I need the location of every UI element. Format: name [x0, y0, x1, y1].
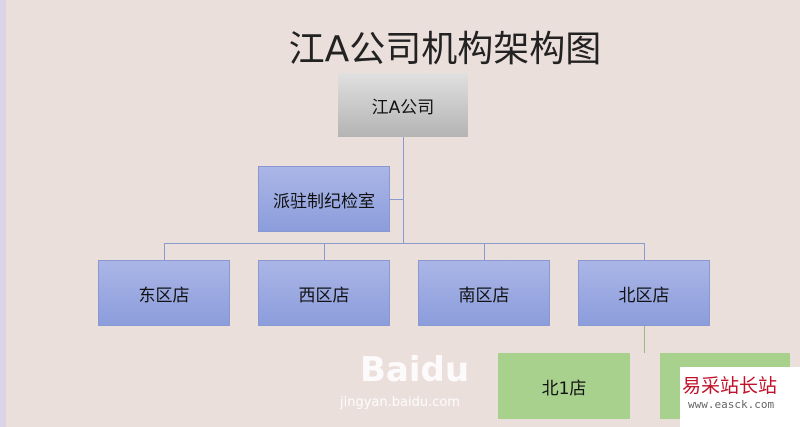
- easck-watermark-name: 易采站长站: [682, 375, 778, 397]
- node-sub[interactable]: 北1店: [498, 353, 630, 419]
- connector: [324, 243, 325, 260]
- baidu-watermark: Baidu: [360, 350, 470, 390]
- connector: [644, 243, 645, 260]
- easck-watermark: 易采站长站 www.easck.com: [680, 367, 800, 427]
- connector: [644, 325, 645, 353]
- easck-watermark-url: www.easck.com: [688, 398, 775, 411]
- node-root[interactable]: 江A公司: [338, 73, 468, 137]
- connector: [164, 243, 165, 260]
- node-assistant[interactable]: 派驻制纪检室: [258, 166, 390, 232]
- baidu-watermark-sub: jingyan.baidu.com: [340, 395, 460, 410]
- node-branch[interactable]: 南区店: [418, 260, 550, 326]
- node-branch[interactable]: 北区店: [578, 260, 710, 326]
- node-branch[interactable]: 西区店: [258, 260, 390, 326]
- connector: [164, 243, 645, 244]
- node-branch[interactable]: 东区店: [98, 260, 230, 326]
- connector: [484, 243, 485, 260]
- connector: [403, 137, 404, 243]
- connector: [390, 199, 403, 200]
- chart-title: 江A公司机构架构图: [288, 29, 602, 70]
- left-edge: [0, 0, 6, 427]
